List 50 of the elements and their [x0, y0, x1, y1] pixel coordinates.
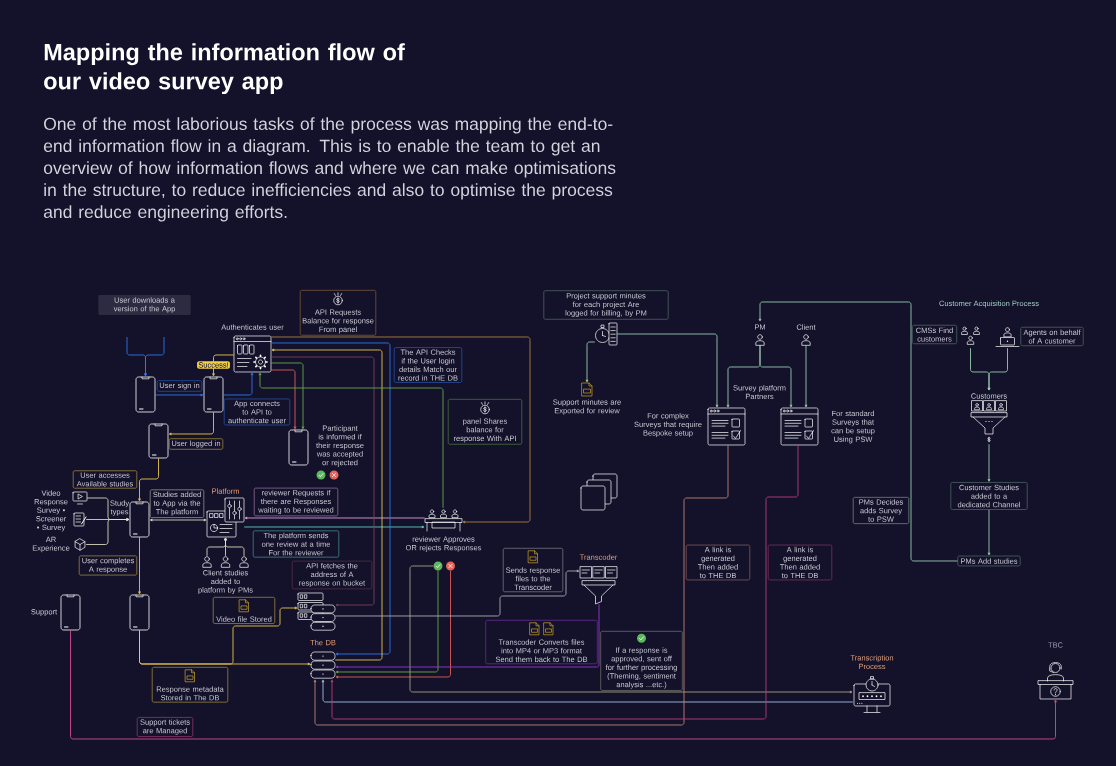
arrow	[313, 444, 729, 726]
title: Mapping the information flow of our video survey app	[44, 43, 405, 95]
arrow	[138, 457, 159, 502]
arrow	[330, 444, 799, 720]
arrow	[70, 629, 1057, 740]
arrow	[212, 354, 235, 377]
arrow	[759, 344, 793, 408]
arrow	[804, 344, 808, 408]
arrow	[139, 629, 311, 666]
arrow	[223, 372, 254, 396]
arrow	[585, 341, 596, 383]
arrow	[270, 336, 531, 524]
arrow	[243, 525, 425, 529]
arrow	[270, 356, 375, 607]
person-icon	[202, 556, 212, 568]
people-icon	[961, 326, 980, 345]
arrow	[987, 509, 991, 556]
arrow	[85, 518, 130, 545]
cross-icon	[446, 561, 455, 571]
arrow	[155, 393, 204, 397]
arrow	[987, 347, 1008, 391]
arrow	[258, 372, 444, 509]
paragraph: One of the most laborious tasks of the process was mapping the end-to-end information flow in a diagram. This is to enable the team to get an overview of how information flows and where we can make optimisations in the structure, to reduce inefficiencies and also to optimise the process and reduce engineering efforts.	[43, 117, 616, 222]
person-icon	[239, 556, 249, 568]
arrow	[616, 333, 719, 408]
phone-icon	[129, 501, 150, 538]
arrow	[334, 569, 580, 617]
arrow	[168, 411, 214, 436]
phone-icon	[129, 594, 150, 631]
phone-icon	[135, 376, 156, 413]
phone-icon	[148, 423, 169, 459]
arrow	[758, 301, 958, 562]
phone-icon	[203, 376, 224, 413]
arrow	[987, 443, 991, 482]
stacked-squares-icon	[580, 473, 618, 511]
arrow	[244, 516, 426, 520]
arrow	[409, 565, 853, 694]
arrow	[270, 369, 297, 430]
check-icon	[433, 561, 443, 571]
arrow	[335, 603, 600, 669]
arrow	[149, 518, 207, 522]
arrow	[138, 536, 141, 595]
arrow	[224, 537, 245, 557]
person-icon	[220, 556, 231, 568]
stopwatch-icon	[595, 322, 618, 346]
arrow	[270, 362, 305, 430]
arrow	[321, 679, 854, 703]
person-laptop-icon	[995, 327, 1020, 347]
arrow	[144, 336, 165, 377]
server-database-icon	[297, 592, 336, 631]
